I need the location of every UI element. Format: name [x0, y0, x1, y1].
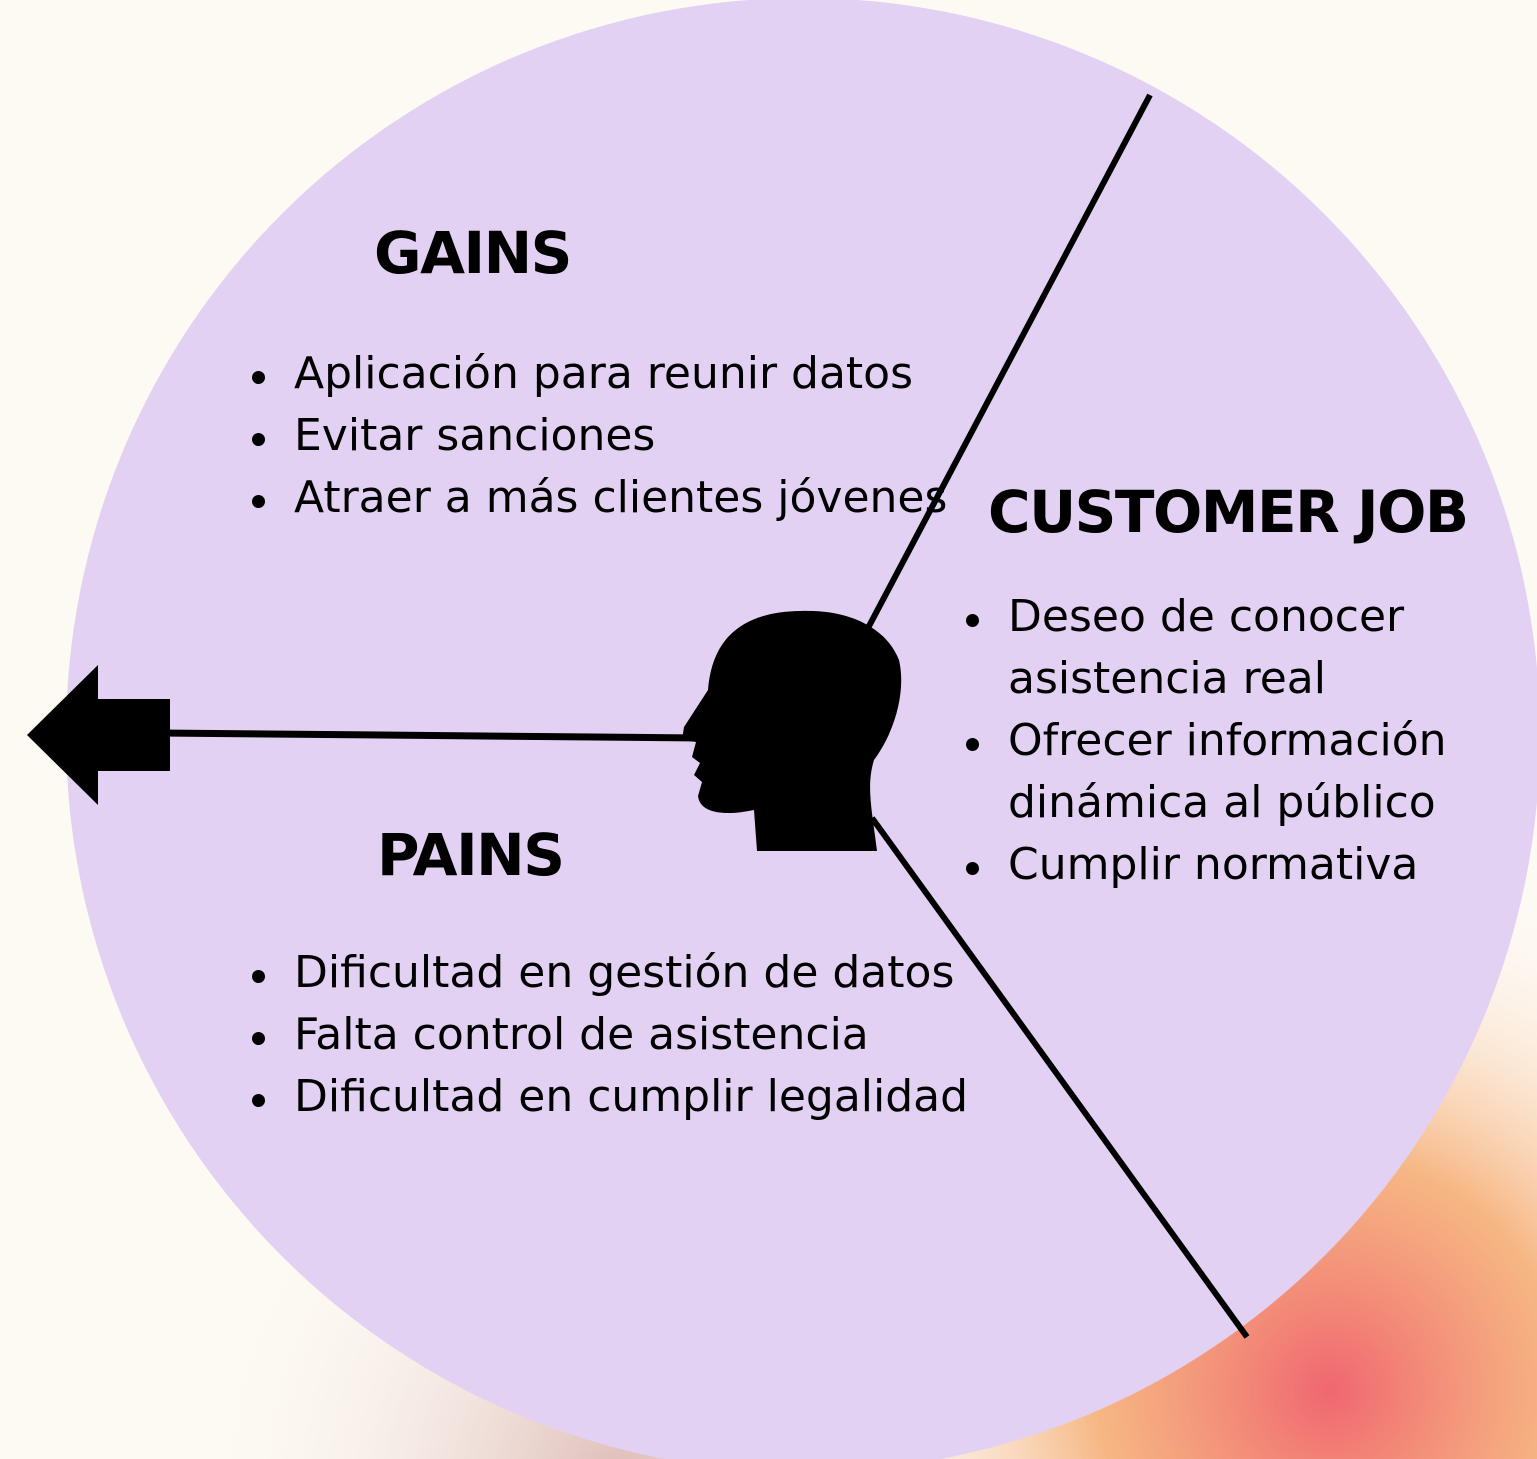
pains-list: Dificultad en gestión de datos Falta con…: [248, 942, 968, 1128]
arrow-shaft: [159, 729, 701, 742]
upper-divider-line: [865, 93, 1153, 630]
head-silhouette-icon: [682, 610, 902, 851]
customer-job-title: CUSTOMER JOB: [988, 478, 1469, 546]
pains-title: PAINS: [377, 821, 565, 889]
gains-list: Aplicación para reunir datos Evitar sanc…: [248, 343, 947, 529]
customer-job-list: Deseo de conocer asistencia real Ofrecer…: [962, 586, 1452, 896]
list-item: Evitar sanciones: [248, 405, 947, 467]
list-item: Cumplir normativa: [962, 834, 1452, 896]
list-item: Dificultad en cumplir legalidad: [248, 1066, 968, 1128]
list-item: Atraer a más clientes jóvenes: [248, 467, 947, 529]
list-item: Aplicación para reunir datos: [248, 343, 947, 405]
list-item: Falta control de asistencia: [248, 1004, 968, 1066]
gains-title: GAINS: [374, 219, 572, 287]
lower-divider-line: [869, 816, 1250, 1339]
list-item: Ofrecer información dinámica al público: [962, 710, 1452, 834]
arrow-left-icon: [27, 665, 170, 805]
list-item: Dificultad en gestión de datos: [248, 942, 968, 1004]
list-item: Deseo de conocer asistencia real: [962, 586, 1452, 710]
